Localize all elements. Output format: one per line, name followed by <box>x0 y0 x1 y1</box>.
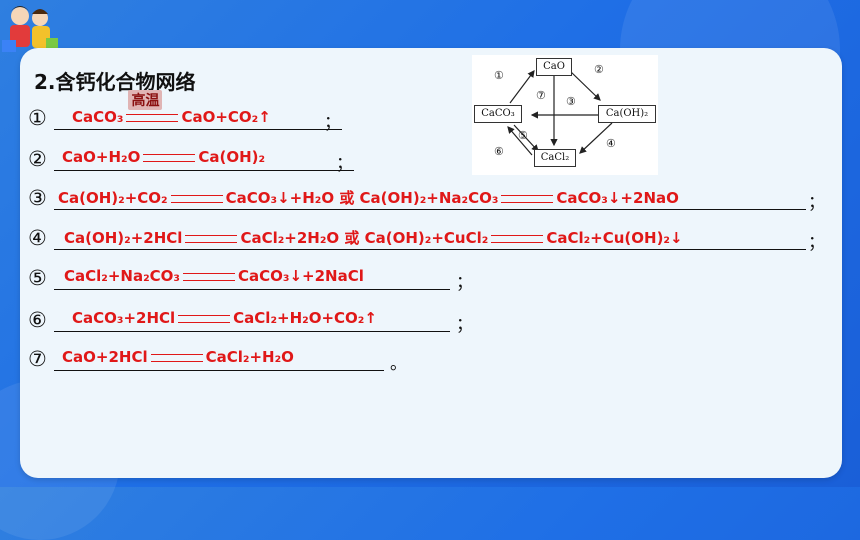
equals-separator <box>150 353 203 362</box>
equation-answer: CaCO₃+2HCl CaCl₂+H₂O+CO₂↑ <box>72 309 377 327</box>
end-punct: ； <box>808 193 825 213</box>
marker-7: ⑦ <box>536 89 546 102</box>
equation-reactants: CaO+2HCl <box>62 348 148 366</box>
equation-products: CaCO₃↓+H₂O 或 Ca(OH)₂+Na₂CO₃ <box>225 189 499 207</box>
node-caco3: CaCO₃ <box>474 105 522 123</box>
equation-answer: CaO+2HCl CaCl₂+H₂O <box>62 348 294 366</box>
answer-line <box>54 370 384 371</box>
node-caoh2: Ca(OH)₂ <box>598 105 656 123</box>
equation-row: ④ Ca(OH)₂+2HCl CaCl₂+2H₂O 或 Ca(OH)₂+CuCl₂… <box>28 224 828 256</box>
answer-line <box>54 289 450 290</box>
equation-row: ② CaO+H₂O Ca(OH)₂ ； <box>28 145 368 177</box>
row-number: ⑦ <box>28 347 47 371</box>
reaction-condition: 高温 <box>128 89 163 110</box>
equation-products: CaCl₂+H₂O <box>205 348 294 366</box>
node-cao: CaO <box>536 58 572 76</box>
equation-answer: CaO+H₂O Ca(OH)₂ <box>62 148 265 166</box>
equals-separator <box>185 234 238 243</box>
equation-products: CaCl₂+H₂O+CO₂ <box>233 309 365 327</box>
equals-separator <box>143 153 196 162</box>
condition-separator: 高温 <box>126 89 179 122</box>
equation-reactants: CaO+H₂O <box>62 148 141 166</box>
row-number: ⑤ <box>28 266 47 290</box>
equation-products: CaCO₃↓+2NaCl <box>238 267 364 285</box>
end-punct: 。 <box>390 354 407 374</box>
equation-answer: Ca(OH)₂+2HCl CaCl₂+2H₂O 或 Ca(OH)₂+CuCl₂ Ca… <box>64 227 683 248</box>
equation-reactants: CaCO₃ <box>72 108 124 126</box>
row-number: ⑥ <box>28 308 47 332</box>
calcium-network-diagram: CaO CaCO₃ Ca(OH)₂ CaCl₂ ① ② ⑦ ③ ⑤ ⑥ ④ <box>472 55 658 175</box>
equation-row: ⑤ CaCl₂+Na₂CO₃ CaCO₃↓+2NaCl ； <box>28 264 478 296</box>
equation-reactants: Ca(OH)₂+CO₂ <box>58 189 168 207</box>
equals-separator <box>170 194 223 203</box>
row-number: ③ <box>28 186 47 210</box>
content-card <box>20 48 842 478</box>
node-cacl2: CaCl₂ <box>534 149 576 167</box>
marker-6: ⑥ <box>494 145 504 158</box>
end-punct: ； <box>808 233 825 253</box>
equation-reactants: CaCO₃+2HCl <box>72 309 176 327</box>
equation-products-alt: CaCl₂+Cu(OH)₂↓ <box>546 229 683 247</box>
marker-4: ④ <box>606 137 616 150</box>
end-punct: ； <box>456 273 473 293</box>
row-number: ② <box>28 147 47 171</box>
equals-separator <box>178 314 231 323</box>
equation-answer: CaCl₂+Na₂CO₃ CaCO₃↓+2NaCl <box>64 267 364 285</box>
end-punct: ； <box>336 154 353 174</box>
equation-reactants: Ca(OH)₂+2HCl <box>64 229 183 247</box>
marker-3: ③ <box>566 95 576 108</box>
gas-arrow: ↑ <box>258 108 271 126</box>
equals-separator <box>183 272 235 281</box>
equals-separator <box>501 194 554 203</box>
equation-row: ⑥ CaCO₃+2HCl CaCl₂+H₂O+CO₂↑ ； <box>28 306 478 338</box>
marker-2: ② <box>594 63 604 76</box>
section-title: 2.含钙化合物网络 <box>34 70 196 94</box>
marker-5: ⑤ <box>518 129 528 142</box>
equation-answer: Ca(OH)₂+CO₂ CaCO₃↓+H₂O 或 Ca(OH)₂+Na₂CO₃ Ca… <box>58 187 679 208</box>
equation-products: CaO+CO₂ <box>181 108 259 126</box>
answer-line <box>54 249 806 250</box>
row-number: ① <box>28 106 47 130</box>
answer-line <box>54 331 450 332</box>
equation-row: ⑦ CaO+2HCl CaCl₂+H₂O 。 <box>28 345 408 377</box>
end-punct: ； <box>456 315 473 335</box>
equals-separator <box>491 234 544 243</box>
marker-1: ① <box>494 69 504 82</box>
equation-products-alt: CaCO₃↓+2NaO <box>556 189 679 207</box>
row-number: ④ <box>28 226 47 250</box>
end-punct: ； <box>324 113 341 133</box>
answer-line <box>54 129 342 130</box>
answer-line <box>54 170 354 171</box>
mascot-illustration <box>2 6 58 52</box>
answer-line <box>54 209 806 210</box>
equation-row: ③ Ca(OH)₂+CO₂ CaCO₃↓+H₂O 或 Ca(OH)₂+Na₂CO₃… <box>28 184 828 216</box>
gas-arrow: ↑ <box>364 309 377 327</box>
equation-products: Ca(OH)₂ <box>198 148 266 166</box>
equation-products: CaCl₂+2H₂O 或 Ca(OH)₂+CuCl₂ <box>240 229 489 247</box>
diagram-arrows <box>507 70 613 156</box>
equation-reactants: CaCl₂+Na₂CO₃ <box>64 267 180 285</box>
